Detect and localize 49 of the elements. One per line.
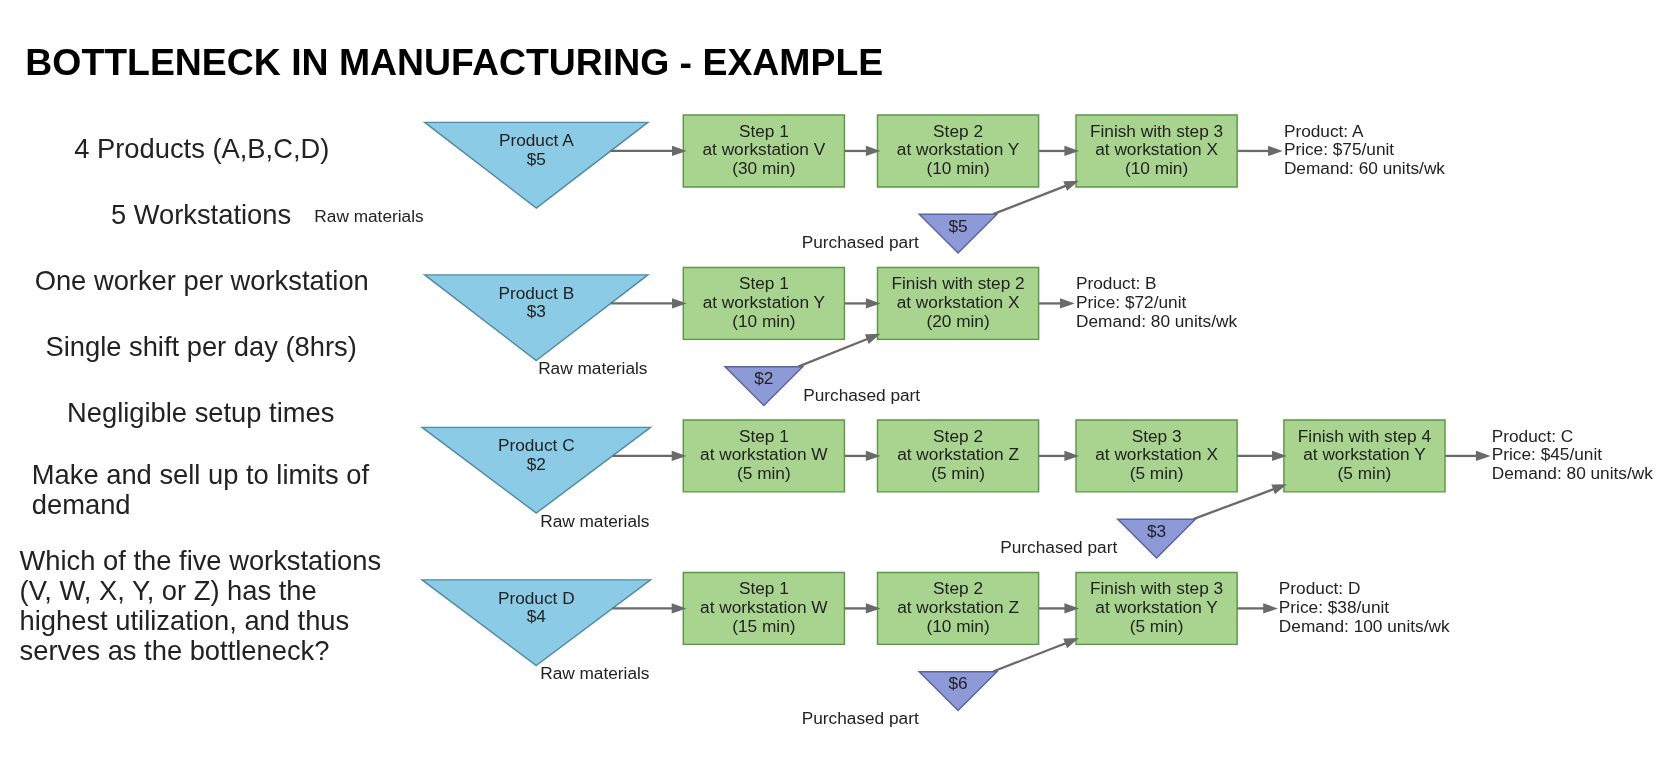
arrow	[992, 637, 1079, 673]
arrow	[844, 450, 881, 461]
arrow	[1445, 450, 1491, 461]
arrow	[610, 145, 687, 156]
node-box: Finish with step 4 at workstation Y (5 min)	[1283, 418, 1446, 493]
label: 5 Workstations	[110, 198, 292, 230]
node-text: Product: B Price: $72/unit Demand: 80 units/wk	[1076, 272, 1238, 331]
arrow	[844, 297, 881, 309]
node-label: Purchased part	[801, 231, 919, 252]
arrow	[1039, 450, 1080, 461]
arrow	[1039, 145, 1080, 156]
arrow	[1237, 450, 1287, 461]
arrow	[612, 450, 687, 461]
node-box: Step 2 at workstation Z (10 min)	[876, 571, 1040, 645]
node-box: Finish with step 2 at workstation X (20 min)	[876, 266, 1040, 340]
node-label: Purchased part	[803, 384, 921, 405]
label: Which of the five workstations (V, W, X, Y, or Z) has the highest utilization, and thus serves as the bottleneck?	[19, 544, 382, 666]
node-box: Finish with step 3 at workstation Y (5 min)	[1075, 571, 1238, 645]
arrow	[992, 180, 1079, 215]
label: Single shift per day (8hrs)	[45, 330, 357, 362]
node-box: Step 1 at workstation V (30 min)	[682, 113, 846, 188]
label: One worker per workstation	[34, 264, 369, 296]
node-box: Step 1 at workstation W (5 min)	[682, 418, 846, 493]
node-text: Product: D Price: $38/unit Demand: 100 units/wk	[1278, 577, 1450, 636]
node-box: Step 1 at workstation Y (10 min)	[682, 266, 846, 340]
node-text: Product: C Price: $45/unit Demand: 80 units/wk	[1491, 425, 1653, 483]
arrow	[844, 145, 881, 156]
arrow	[797, 333, 881, 368]
diagram-title: BOTTLENECK IN MANUFACTURING - EXAMPLE	[25, 40, 884, 83]
node-label: Purchased part	[801, 707, 919, 728]
label: 4 Products (A,B,C,D)	[74, 132, 330, 164]
label: Make and sell up to limits of demand	[31, 458, 369, 520]
node-box: Step 2 at workstation Y (10 min)	[876, 113, 1040, 188]
node-box: Step 1 at workstation W (15 min)	[682, 571, 846, 645]
label: Negligible setup times	[67, 396, 335, 428]
node-box: Finish with step 3 at workstation X (10 min)	[1075, 113, 1238, 188]
node-label: Raw materials	[314, 205, 424, 226]
arrow	[1039, 297, 1075, 309]
node-text: Product: A Price: $75/unit Demand: 60 units/wk	[1283, 120, 1445, 178]
arrow	[1192, 483, 1287, 520]
arrow	[1039, 602, 1080, 614]
node-box: Step 3 at workstation X (5 min)	[1075, 418, 1238, 493]
node-label: Purchased part	[1000, 536, 1118, 557]
arrow	[610, 297, 687, 309]
arrow	[1237, 145, 1283, 156]
arrow	[844, 602, 881, 614]
arrow	[612, 602, 687, 614]
node-box: Step 2 at workstation Z (5 min)	[876, 418, 1040, 493]
arrow	[1237, 602, 1278, 614]
